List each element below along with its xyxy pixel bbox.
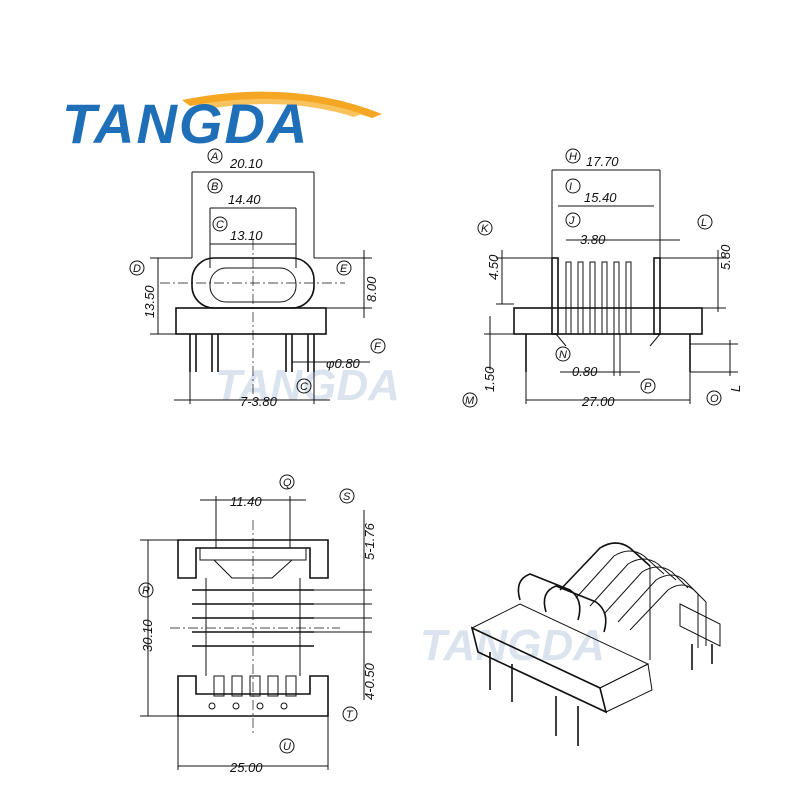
dim-l-value: 5.80 [718,244,733,270]
callout-k-tag: K [481,223,489,235]
dim-q-value: 11.40 [230,494,262,509]
callout-r-tag: R [142,585,150,597]
callout-p-tag: P [644,381,652,393]
callout-f-tag: F [374,341,382,353]
callout-j-tag: J [568,215,575,227]
dim-k-value: 4.50 [486,254,501,280]
tangda-logo: TANGDA [62,84,392,164]
dim-r-value: 30.10 [140,619,155,652]
logo-wordmark: TANGDA [62,92,310,155]
dim-m-value: 1.50 [482,366,497,392]
callout-h-tag: H [569,151,577,163]
callout-d-tag: D [133,263,141,275]
callout-a [207,148,223,164]
dim-h-value: 17.70 [586,154,619,169]
front-base [175,307,327,335]
dim-p-value: 27.00 [581,394,615,409]
watermark-2: TANGDA [420,621,605,670]
dim-n-value: 0.80 [572,364,598,379]
dim-i-value: 15.40 [584,190,617,205]
side-view: H 17.70 I 15.40 J 3.80 K 4.50 L [462,148,743,409]
callout-l-tag: L [701,217,707,229]
callout-pitch-tag: C [300,381,308,393]
dim-d-value: 13.50 [142,285,157,318]
dim-u-value: 25.00 [229,760,263,775]
callout-m-tag: M [465,395,475,407]
dim-b-value: 14.40 [228,192,261,207]
callout-a-tag: A [210,151,218,163]
callout-o-tag: O [710,393,719,405]
front-view: A 20.10 B 14.40 C 13.10 D 13.50 [129,148,386,409]
dim-o-value: L [728,385,743,392]
dim-c-value: 13.10 [230,228,263,243]
callout-e-tag: E [340,263,348,275]
dim-e-value: 8.00 [364,276,379,302]
dim-a-value: 20.10 [229,156,263,171]
callout-n-tag: N [559,349,567,361]
callout-u-tag: U [283,741,291,753]
callout-t-tag: T [346,709,354,721]
logo-swoosh-icon [182,91,382,118]
dim-f-value: φ0.80 [326,356,361,371]
isometric-view [470,542,721,746]
dim-pitch-value: 7-3.80 [240,394,278,409]
dim-s-value: 5-1.76 [362,522,377,560]
callout-b-tag: B [211,181,218,193]
callout-i-tag: I [569,181,572,193]
dim-t-value: 4-0.50 [362,662,377,700]
dim-j-value: 3.80 [580,232,606,247]
callout-s-tag: S [343,491,351,503]
top-view: Q 11.40 R 30.10 S 5-1.76 T 4-0.50 [138,474,377,775]
callout-c-tag: C [216,219,224,231]
callout-q-tag: Q [283,477,292,489]
